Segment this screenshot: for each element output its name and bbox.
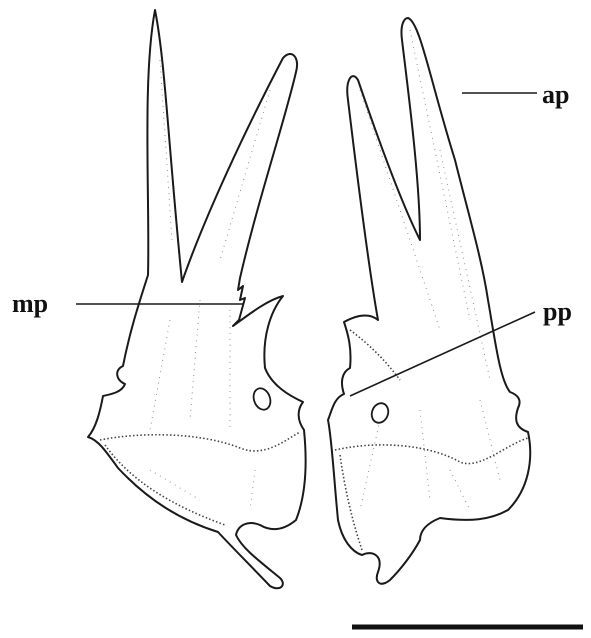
left-sclerite [88, 10, 306, 588]
ap-label: ap [542, 80, 569, 109]
mp-label: mp [12, 289, 48, 318]
right-sclerite [328, 18, 530, 584]
pp-label: pp [543, 297, 572, 326]
right-sclerite-outline [328, 18, 530, 584]
left-sclerite-outline [88, 10, 306, 588]
